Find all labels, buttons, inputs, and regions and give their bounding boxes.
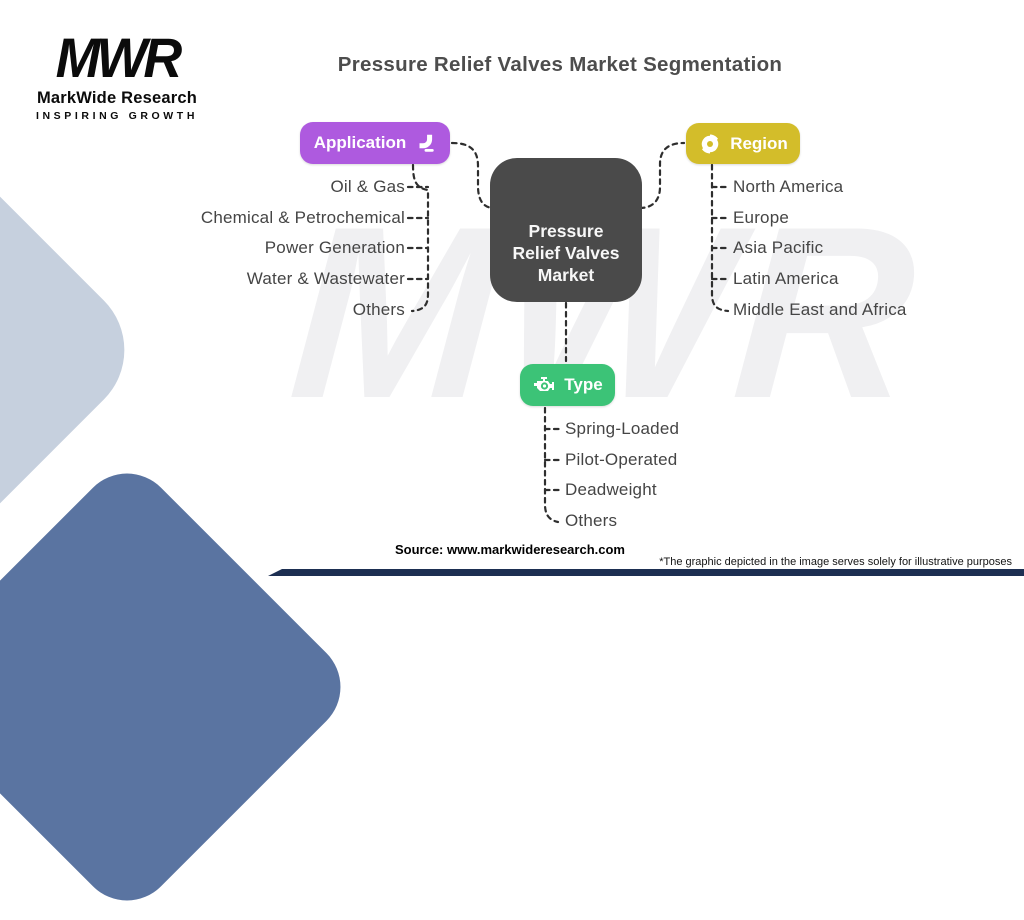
region-item: Middle East and Africa xyxy=(733,300,907,319)
center-node-line: Relief Valves xyxy=(512,243,620,263)
footnote: *The graphic depicted in the image serve… xyxy=(659,556,1012,568)
page-title: Pressure Relief Valves Market Segmentati… xyxy=(337,53,783,76)
type-item: Deadweight xyxy=(565,480,657,499)
region-item: North America xyxy=(733,177,844,196)
type-item: Others xyxy=(565,511,618,530)
connector-type-item-ticks xyxy=(543,427,564,492)
bottom-accent-bar xyxy=(268,569,1024,576)
type-item: Spring-Loaded xyxy=(565,419,680,438)
application-item: Power Generation xyxy=(264,238,405,257)
connector-lines xyxy=(406,141,732,524)
center-node-line: Market xyxy=(537,265,595,285)
connector-region-item-ticks xyxy=(710,185,732,281)
connector-application-spine xyxy=(410,163,430,313)
application-badge-label: Application xyxy=(313,133,407,152)
center-node-line: Pressure xyxy=(528,221,604,241)
region-badge-label: Region xyxy=(730,133,788,153)
region-item: Latin America xyxy=(733,269,839,288)
logo-monogram: MWR xyxy=(55,26,183,89)
center-node-pressure-relief-valves-market: Pressure Relief Valves Market xyxy=(490,158,642,302)
source-line: Source: www.markwideresearch.com xyxy=(394,542,625,557)
region-item: Europe xyxy=(733,208,790,227)
markwide-logo: MWR MarkWide Research INSPIRING GROWTH xyxy=(28,26,206,123)
region-item: Asia Pacific xyxy=(733,238,824,257)
connector-center-to-region xyxy=(638,141,686,210)
connector-application-item-ticks xyxy=(406,185,430,281)
application-item: Others xyxy=(352,300,405,319)
logo-tagline: INSPIRING GROWTH xyxy=(35,110,198,122)
region-badge: Region xyxy=(686,123,800,164)
logo-name: MarkWide Research xyxy=(36,89,198,107)
type-badge: Type xyxy=(520,364,615,406)
application-item: Water & Wastewater xyxy=(246,269,405,288)
globe-icon xyxy=(698,132,722,156)
connector-region-spine xyxy=(710,163,730,313)
type-item: Pilot-Operated xyxy=(565,450,678,469)
type-badge-label: Type xyxy=(564,375,603,394)
application-item: Oil & Gas xyxy=(330,177,405,196)
engine-icon xyxy=(532,373,556,397)
connector-application-to-center xyxy=(450,141,496,210)
application-item: Chemical & Petrochemical xyxy=(200,208,405,227)
pipe-icon xyxy=(414,132,436,154)
application-badge: Application xyxy=(300,122,450,164)
connector-type-spine xyxy=(543,406,560,524)
